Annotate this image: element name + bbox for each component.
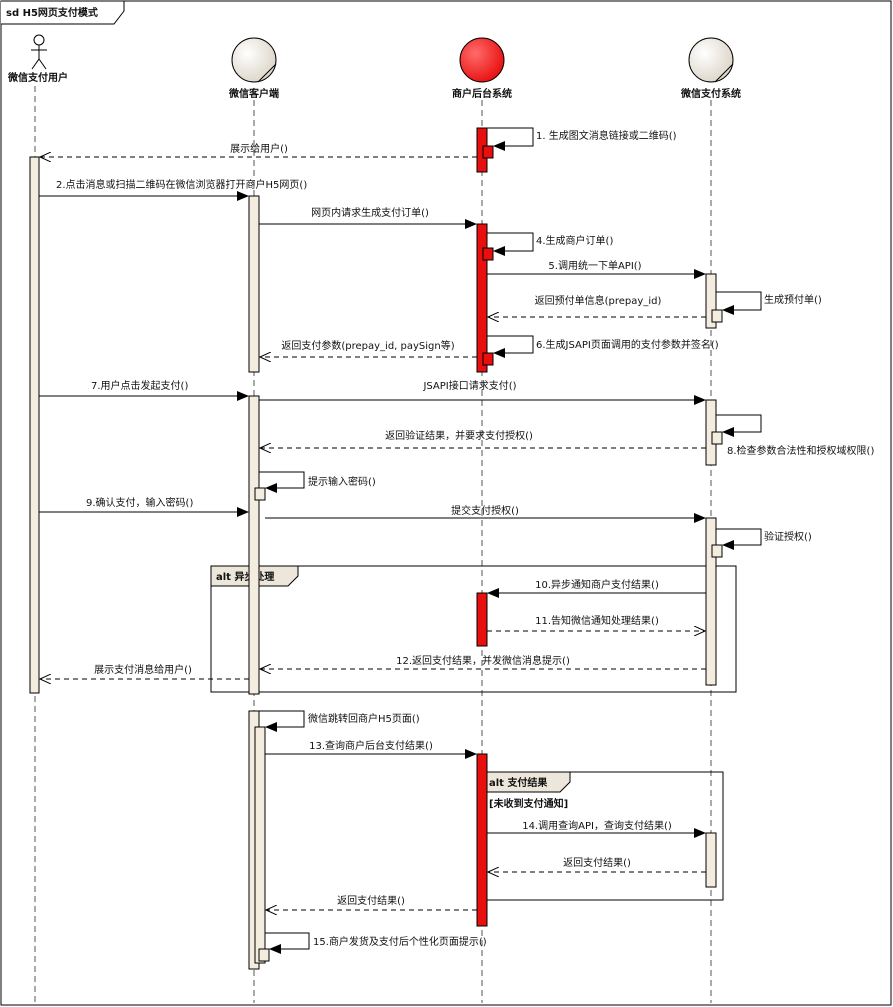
message-label: 网页内请求生成支付订单() [311,206,429,219]
message-arrow [487,127,534,151]
message-label: 展示给用户() [230,142,288,155]
activation-bar [29,156,40,694]
message-label: 2.点击消息或扫描二维码在微信浏览器打开商户H5网页() [56,178,307,191]
message-arrow [487,335,534,358]
message-labels: 1. 生成图文消息链接或二维码() 展示给用户() 2.点击消息或扫描二维码在微… [56,129,874,948]
activation-bar [476,592,488,647]
frame-title: sd H5网页支付模式 [6,6,98,19]
activation-bar [711,309,723,323]
message-label: JSAPI接口请求支付() [422,379,516,392]
message-arrow [259,710,305,732]
message-label: 验证授权() [764,530,812,543]
entity-icon [688,37,734,83]
messages [39,127,762,954]
activation-bar [248,195,260,373]
participant-name: 微信支付用户 [7,71,68,84]
entity-icon [231,37,277,83]
message-label: 8.检查参数合法性和授权域权限() [727,444,874,457]
message-arrow [259,471,305,493]
participant-name: 微信支付系统 [680,87,741,100]
message-label: 返回预付单信息(prepay_id) [535,294,662,307]
activation-bar [705,273,717,329]
message-label: 15.商户发货及支付后个性化页面提示() [313,935,487,948]
message-label: 返回支付结果() [337,894,405,907]
activation-bar [254,726,266,964]
message-label: 1. 生成图文消息链接或二维码() [536,129,677,142]
fragment-title: alt 异步处理 [216,570,274,583]
message-arrow [716,291,762,315]
activation-bar [711,431,723,445]
activation-bar [476,223,488,373]
activation-bar [705,832,717,888]
message-arrow [716,414,762,437]
activation-bar [482,247,494,261]
message-label: 13.查询商户后台支付结果() [309,739,433,752]
activation-bar [476,753,488,927]
fragment-payment-result: alt 支付结果 [未收到支付通知] [484,771,724,901]
message-label: 7.用户点击发起支付() [91,379,188,392]
message-label: 14.调用查询API，查询支付结果() [522,819,672,832]
message-label: 11.告知微信通知处理结果() [535,614,659,627]
actor-icon [31,34,47,70]
participant-wxpay: 微信支付系统 [680,37,741,100]
message-label: 返回支付结果() [563,856,631,869]
participant-user: 微信支付用户 [7,34,68,84]
message-label: 4.生成商户订单() [536,234,613,247]
message-label: 展示支付消息给用户() [94,663,192,676]
message-label: 10.异步通知商户支付结果() [535,578,659,591]
fragment-guard: [未收到支付通知] [489,797,568,810]
message-label: 提交支付授权() [451,504,519,517]
message-label: 6.生成JSAPI页面调用的支付参数并签名() [536,338,719,351]
message-label: 返回支付参数(prepay_id, paySign等) [281,339,454,352]
message-arrow [716,528,762,550]
activation-bar [482,145,494,159]
participant-client: 微信客户端 [228,37,279,100]
participant-name: 商户后台系统 [452,87,512,100]
participant-name: 微信客户端 [228,87,279,100]
message-label: 生成预付单() [764,293,822,306]
activation-bar [258,948,270,962]
entity-icon [459,37,505,83]
fragment-title: alt 支付结果 [489,776,548,789]
activation-bar [482,352,494,366]
participant-merchant: 商户后台系统 [452,37,512,100]
activations [29,127,723,970]
message-arrow [487,232,534,256]
activation-bar [705,517,717,686]
message-label: 5.调用统一下单API() [548,259,641,272]
activation-bar [248,395,260,695]
message-label: 提示输入密码() [308,475,376,488]
activation-bar [711,544,723,558]
message-label: 9.确认支付，输入密码() [86,496,193,509]
message-label: 微信跳转回商户H5页面() [308,712,420,725]
message-label: 返回验证结果，并要求支付授权() [385,429,533,442]
message-label: 12.返回支付结果，并发微信消息提示() [396,654,570,667]
message-arrow [265,932,310,954]
activation-bar [254,487,266,501]
